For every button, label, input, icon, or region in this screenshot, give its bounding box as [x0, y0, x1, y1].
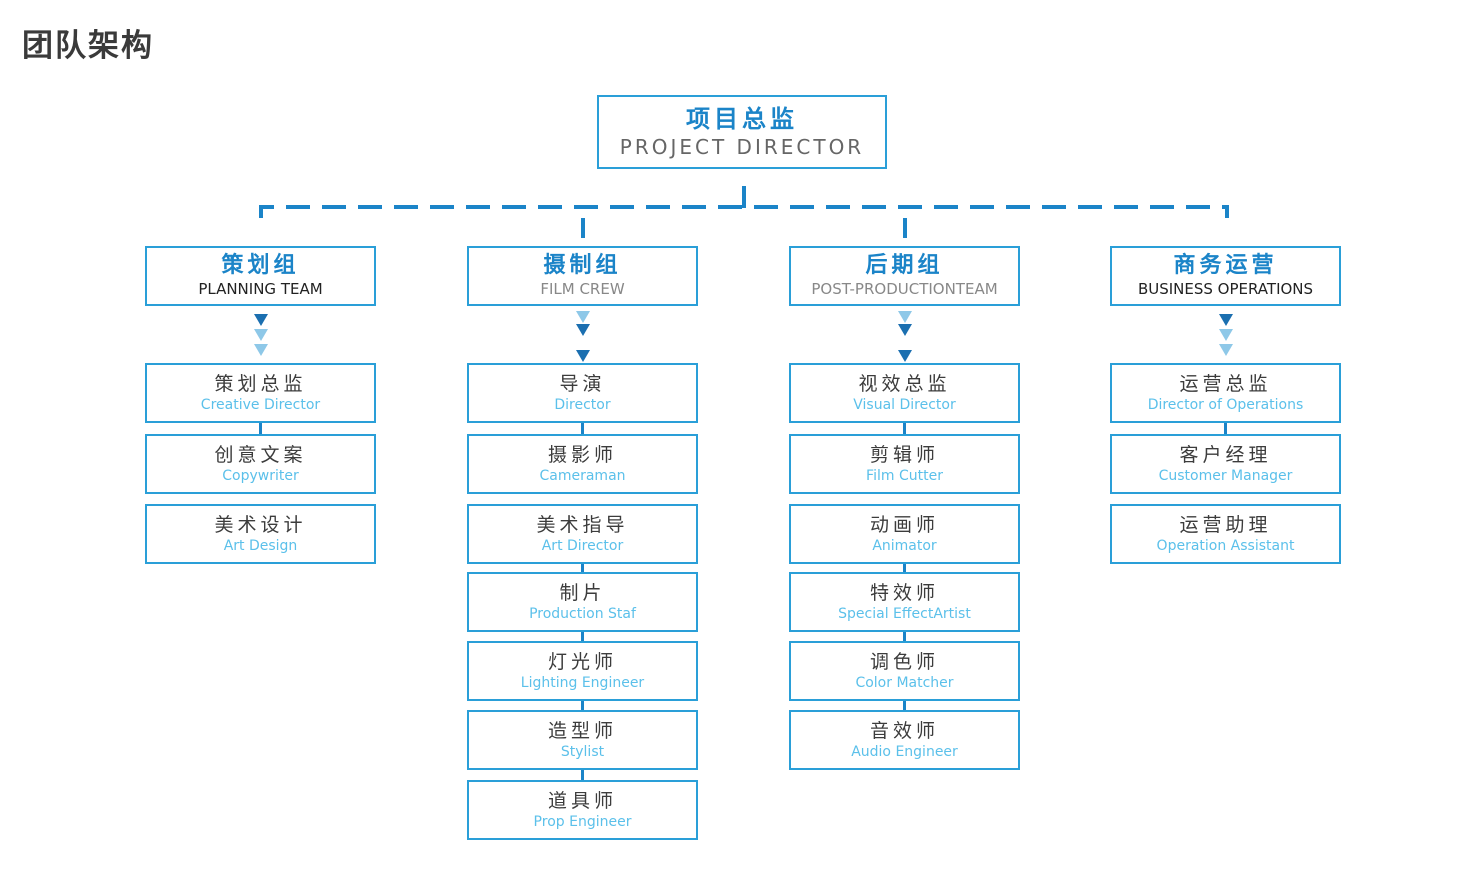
role-title-en: Art Design — [223, 537, 298, 554]
role-connector — [1224, 423, 1227, 434]
role-box: 运营总监 Director of Operations — [1110, 363, 1341, 423]
role-title-cn: 音效师 — [869, 719, 939, 742]
role-connector — [581, 632, 584, 641]
role-title-en: Special EffectArtist — [838, 605, 971, 622]
role-title-en: Stylist — [560, 743, 605, 760]
arrow-down-icon — [576, 350, 590, 362]
role-title-en: Cameraman — [539, 467, 626, 484]
role-connector — [581, 701, 584, 710]
role-box: 剪辑师 Film Cutter — [789, 434, 1020, 494]
role-connector — [903, 564, 906, 572]
role-title-en: Creative Director — [200, 396, 321, 413]
role-title-en: Visual Director — [853, 396, 956, 413]
role-title-cn: 动画师 — [869, 513, 939, 536]
arrow-down-icon — [898, 324, 912, 336]
group-title-cn: 后期组 — [865, 253, 944, 278]
role-title-en: Color Matcher — [855, 674, 954, 691]
role-title-en: Customer Manager — [1158, 467, 1293, 484]
role-title-en: Lighting Engineer — [520, 674, 645, 691]
group-title-cn: 商务运营 — [1173, 253, 1278, 278]
arrow-down-icon — [576, 311, 590, 323]
project-director-box: 项目总监 PROJECT DIRECTOR — [597, 95, 887, 169]
director-title-en: PROJECT DIRECTOR — [619, 135, 865, 159]
role-box: 特效师 Special EffectArtist — [789, 572, 1020, 632]
group-title-cn: 策划组 — [221, 253, 300, 278]
page-title: 团队架构 — [22, 28, 154, 64]
role-title-cn: 创意文案 — [214, 443, 307, 466]
role-connector — [581, 770, 584, 780]
role-box: 灯光师 Lighting Engineer — [467, 641, 698, 701]
group-title-en: PLANNING TEAM — [198, 280, 323, 298]
role-box: 运营助理 Operation Assistant — [1110, 504, 1341, 564]
role-title-cn: 灯光师 — [547, 650, 617, 673]
group-title-en: FILM CREW — [540, 280, 625, 298]
role-box: 创意文案 Copywriter — [145, 434, 376, 494]
role-title-en: Operation Assistant — [1156, 537, 1295, 554]
role-title-en: Production Staf — [529, 605, 636, 622]
role-title-cn: 客户经理 — [1179, 443, 1272, 466]
role-box: 动画师 Animator — [789, 504, 1020, 564]
group-film-crew-box: 摄制组 FILM CREW — [467, 246, 698, 306]
role-title-cn: 运营总监 — [1179, 372, 1272, 395]
group-planning-box: 策划组 PLANNING TEAM — [145, 246, 376, 306]
role-box: 美术指导 Art Director — [467, 504, 698, 564]
role-box: 道具师 Prop Engineer — [467, 780, 698, 840]
role-title-cn: 美术设计 — [214, 513, 307, 536]
arrow-down-icon — [254, 314, 268, 326]
group-title-en: BUSINESS OPERATIONS — [1137, 280, 1314, 298]
role-connector — [903, 701, 906, 710]
role-box: 摄影师 Cameraman — [467, 434, 698, 494]
role-title-cn: 剪辑师 — [869, 443, 939, 466]
arrow-down-icon — [898, 350, 912, 362]
role-title-cn: 策划总监 — [214, 372, 307, 395]
role-title-cn: 调色师 — [869, 650, 939, 673]
role-box: 调色师 Color Matcher — [789, 641, 1020, 701]
role-connector — [903, 423, 906, 434]
role-title-cn: 运营助理 — [1179, 513, 1272, 536]
group-business-box: 商务运营 BUSINESS OPERATIONS — [1110, 246, 1341, 306]
role-box: 造型师 Stylist — [467, 710, 698, 770]
arrow-down-icon — [576, 324, 590, 336]
role-title-cn: 美术指导 — [536, 513, 629, 536]
role-title-en: Animator — [872, 537, 937, 554]
role-title-en: Director of Operations — [1147, 396, 1304, 413]
role-box: 客户经理 Customer Manager — [1110, 434, 1341, 494]
role-box: 导演 Director — [467, 363, 698, 423]
role-box: 视效总监 Visual Director — [789, 363, 1020, 423]
role-box: 制片 Production Staf — [467, 572, 698, 632]
role-title-en: Director — [554, 396, 611, 413]
role-title-cn: 导演 — [559, 372, 606, 395]
role-title-en: Audio Engineer — [851, 743, 958, 760]
role-title-en: Art Director — [541, 537, 624, 554]
group-title-en: POST-PRODUCTIONTEAM — [811, 280, 998, 298]
role-title-cn: 造型师 — [547, 719, 617, 742]
group-post-production-box: 后期组 POST-PRODUCTIONTEAM — [789, 246, 1020, 306]
role-box: 美术设计 Art Design — [145, 504, 376, 564]
role-box: 音效师 Audio Engineer — [789, 710, 1020, 770]
role-title-cn: 摄影师 — [547, 443, 617, 466]
arrow-down-icon — [1219, 329, 1233, 341]
director-title-cn: 项目总监 — [686, 105, 798, 133]
role-title-cn: 制片 — [559, 581, 606, 604]
role-title-en: Prop Engineer — [533, 813, 632, 830]
role-title-cn: 特效师 — [869, 581, 939, 604]
role-box: 策划总监 Creative Director — [145, 363, 376, 423]
arrow-down-icon — [254, 344, 268, 356]
role-connector — [581, 423, 584, 434]
role-title-en: Film Cutter — [866, 467, 943, 484]
role-connector — [581, 564, 584, 572]
group-title-cn: 摄制组 — [543, 253, 622, 278]
role-title-cn: 道具师 — [547, 789, 617, 812]
arrow-down-icon — [1219, 314, 1233, 326]
arrow-down-icon — [1219, 344, 1233, 356]
role-title-cn: 视效总监 — [858, 372, 951, 395]
role-title-en: Copywriter — [222, 467, 299, 484]
arrow-down-icon — [254, 329, 268, 341]
role-connector — [903, 632, 906, 641]
role-connector — [259, 423, 262, 434]
arrow-down-icon — [898, 311, 912, 323]
